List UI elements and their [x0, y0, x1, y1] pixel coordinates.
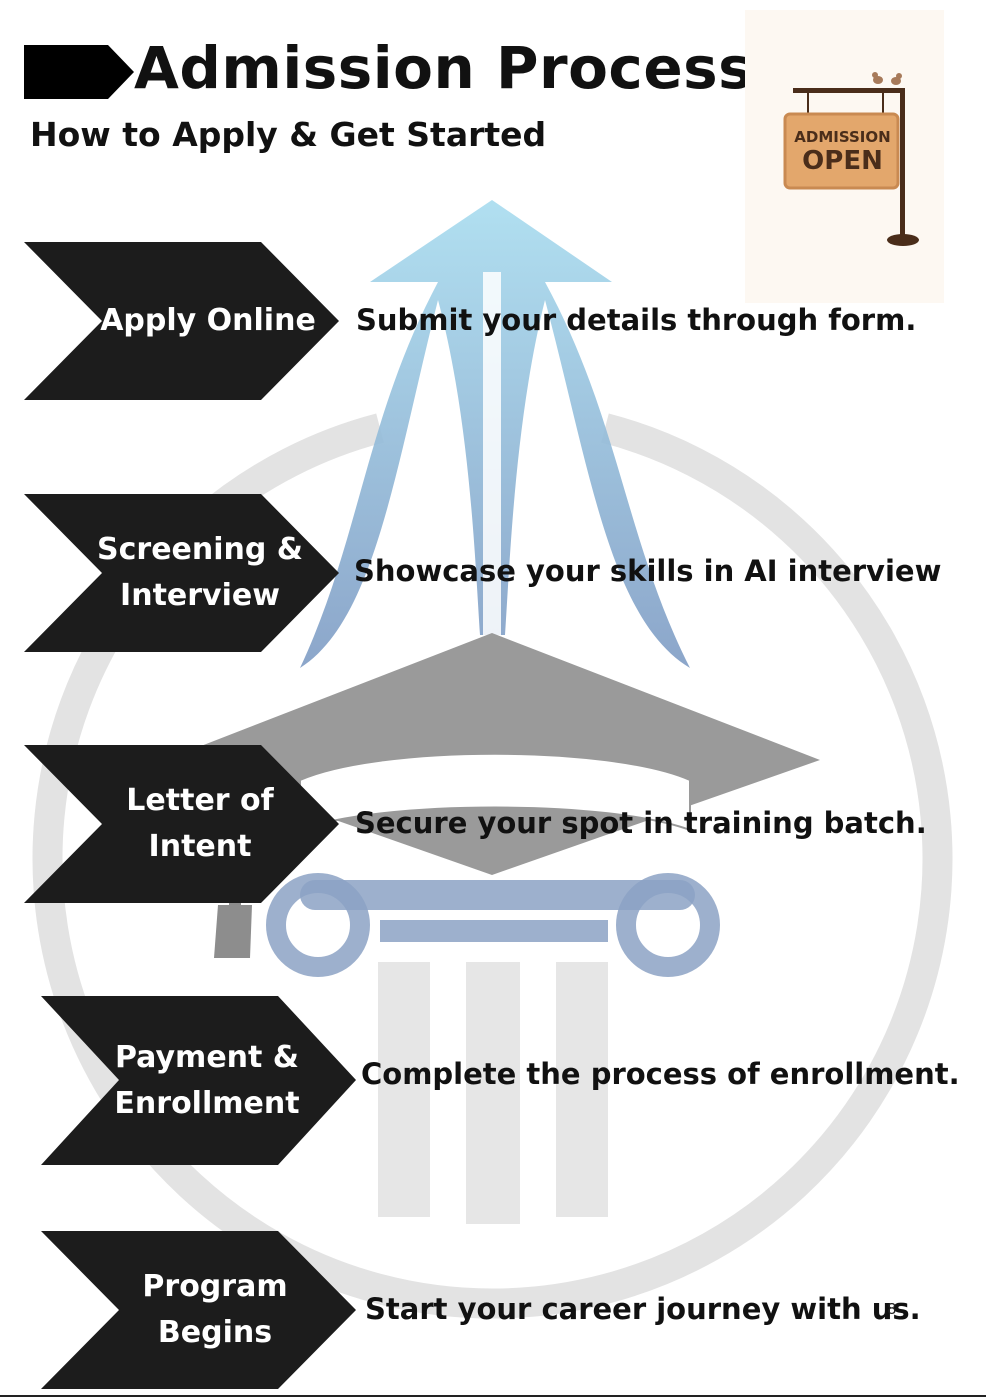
step-label-line: Begins [157, 1315, 273, 1350]
step-apply-online: Apply Online [24, 242, 339, 400]
step-description: Showcase your skills in AI interview [354, 554, 942, 588]
step-label-line: Enrollment [114, 1085, 300, 1121]
chevron-shape [24, 745, 339, 903]
step-label-line: Program [142, 1269, 288, 1304]
page-subtitle: How to Apply & Get Started [30, 115, 547, 154]
chevron-shape [41, 996, 356, 1165]
step-letter-of-intent: Letter of Intent [24, 745, 339, 903]
title-arrow-icon [24, 45, 134, 99]
admission-open-sign: ADMISSION OPEN [745, 10, 944, 303]
page-number: 8 [887, 1300, 897, 1318]
chevron-shape [24, 242, 339, 400]
chevron-shape [24, 494, 339, 652]
step-description: Secure your spot in training batch. [355, 806, 927, 840]
step-description: Submit your details through form. [356, 303, 917, 337]
step-label-line: Interview [120, 578, 280, 613]
step-description: Complete the process of enrollment. [361, 1057, 960, 1091]
step-screening-interview: Screening & Interview [24, 494, 339, 652]
step-label-line: Letter of [126, 783, 274, 818]
signpost-icon [783, 72, 919, 246]
chevron-shape [41, 1231, 356, 1389]
bottom-divider [0, 1395, 986, 1397]
sign-line-open: OPEN [802, 146, 883, 176]
step-program-begins: Program Begins [41, 1231, 356, 1389]
step-label-line: Intent [148, 829, 252, 864]
step-payment-enrollment: Payment & Enrollment [41, 996, 356, 1165]
step-label-line: Payment & [115, 1039, 299, 1075]
sign-line-admission: ADMISSION [794, 128, 891, 146]
step-description: Start your career journey with us. [365, 1292, 921, 1326]
step-label-line: Screening & [97, 532, 303, 567]
page-title: Admission Process: [134, 34, 777, 102]
step-label-line: Apply Online [100, 303, 316, 338]
